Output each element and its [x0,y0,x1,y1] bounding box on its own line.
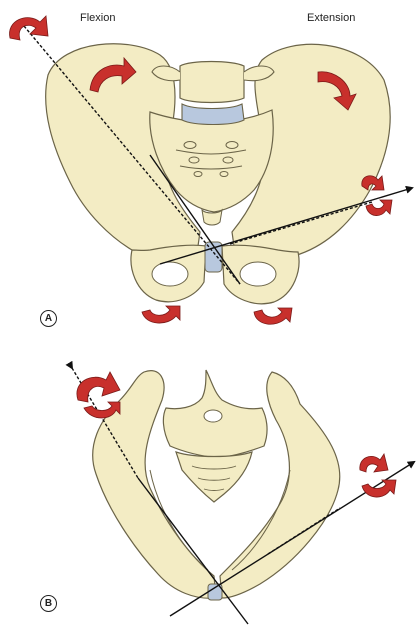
panel-b-right-rotation-arrow-icon [359,453,397,498]
flexion-curved-arrow-icon [89,56,137,93]
flexion-label: Flexion [80,12,116,24]
panel-b-pelvis-superior [65,360,416,625]
oblique-axis-left-solid [137,477,249,625]
pelvic-brim-right [231,469,291,571]
left-obturator-foramen [151,261,189,287]
sacrum-superior [175,451,253,503]
left-ilium [45,43,201,262]
extension-curved-arrow-icon [317,71,357,111]
intervertebral-disc [181,103,245,125]
right-pubis-rotation-arrow-icon [253,307,293,325]
flexion-axis-line [17,18,241,285]
sacral-foramina [175,141,247,177]
right-hemipelvis [219,371,341,599]
extension-label: Extension [307,12,356,24]
vertebral-canal [203,409,223,423]
left-pubis-rotation-arrow-icon [141,305,181,324]
panel-a-pelvis-anterior [9,15,414,325]
curved-rotation-arrow-icon [9,15,49,41]
flexion-axis-solid [149,154,241,285]
coccyx [201,208,223,226]
pelvic-brim-left [149,469,209,571]
extension-axis-line [159,185,414,265]
lumbar-vertebra [179,60,245,104]
sacral-ridges [191,465,237,491]
panel-b-left-rotation-arrow-icon [76,371,121,419]
right-axis-rotation-arrow-icon [361,175,393,216]
right-obturator-foramen [239,261,277,287]
oblique-axis-right-dashed [267,507,341,555]
panel-a-badge: A [40,310,57,327]
panel-b-badge: B [40,595,57,612]
lumbar-transverse-processes [151,65,275,82]
